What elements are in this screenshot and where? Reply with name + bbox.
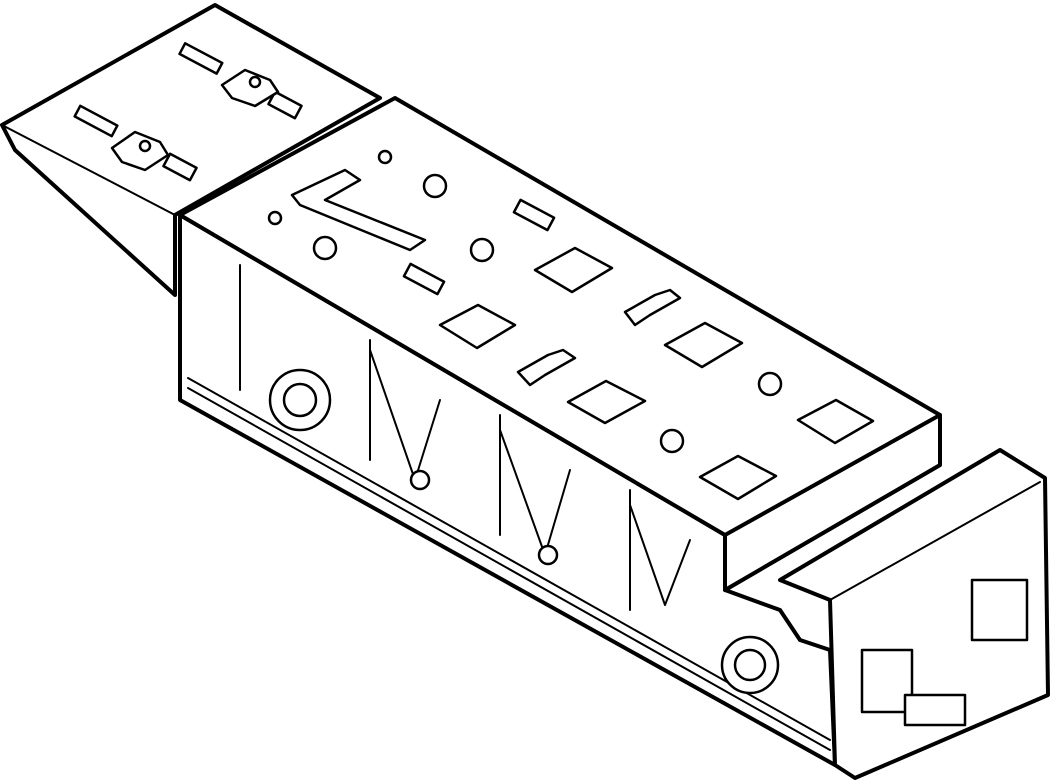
- lock-ring-left: [268, 368, 332, 432]
- end-cap: [778, 448, 1050, 780]
- rear-mounting-plate: [0, 3, 382, 297]
- main-block-top-face: [178, 96, 942, 592]
- lock-ring-right: [720, 635, 780, 695]
